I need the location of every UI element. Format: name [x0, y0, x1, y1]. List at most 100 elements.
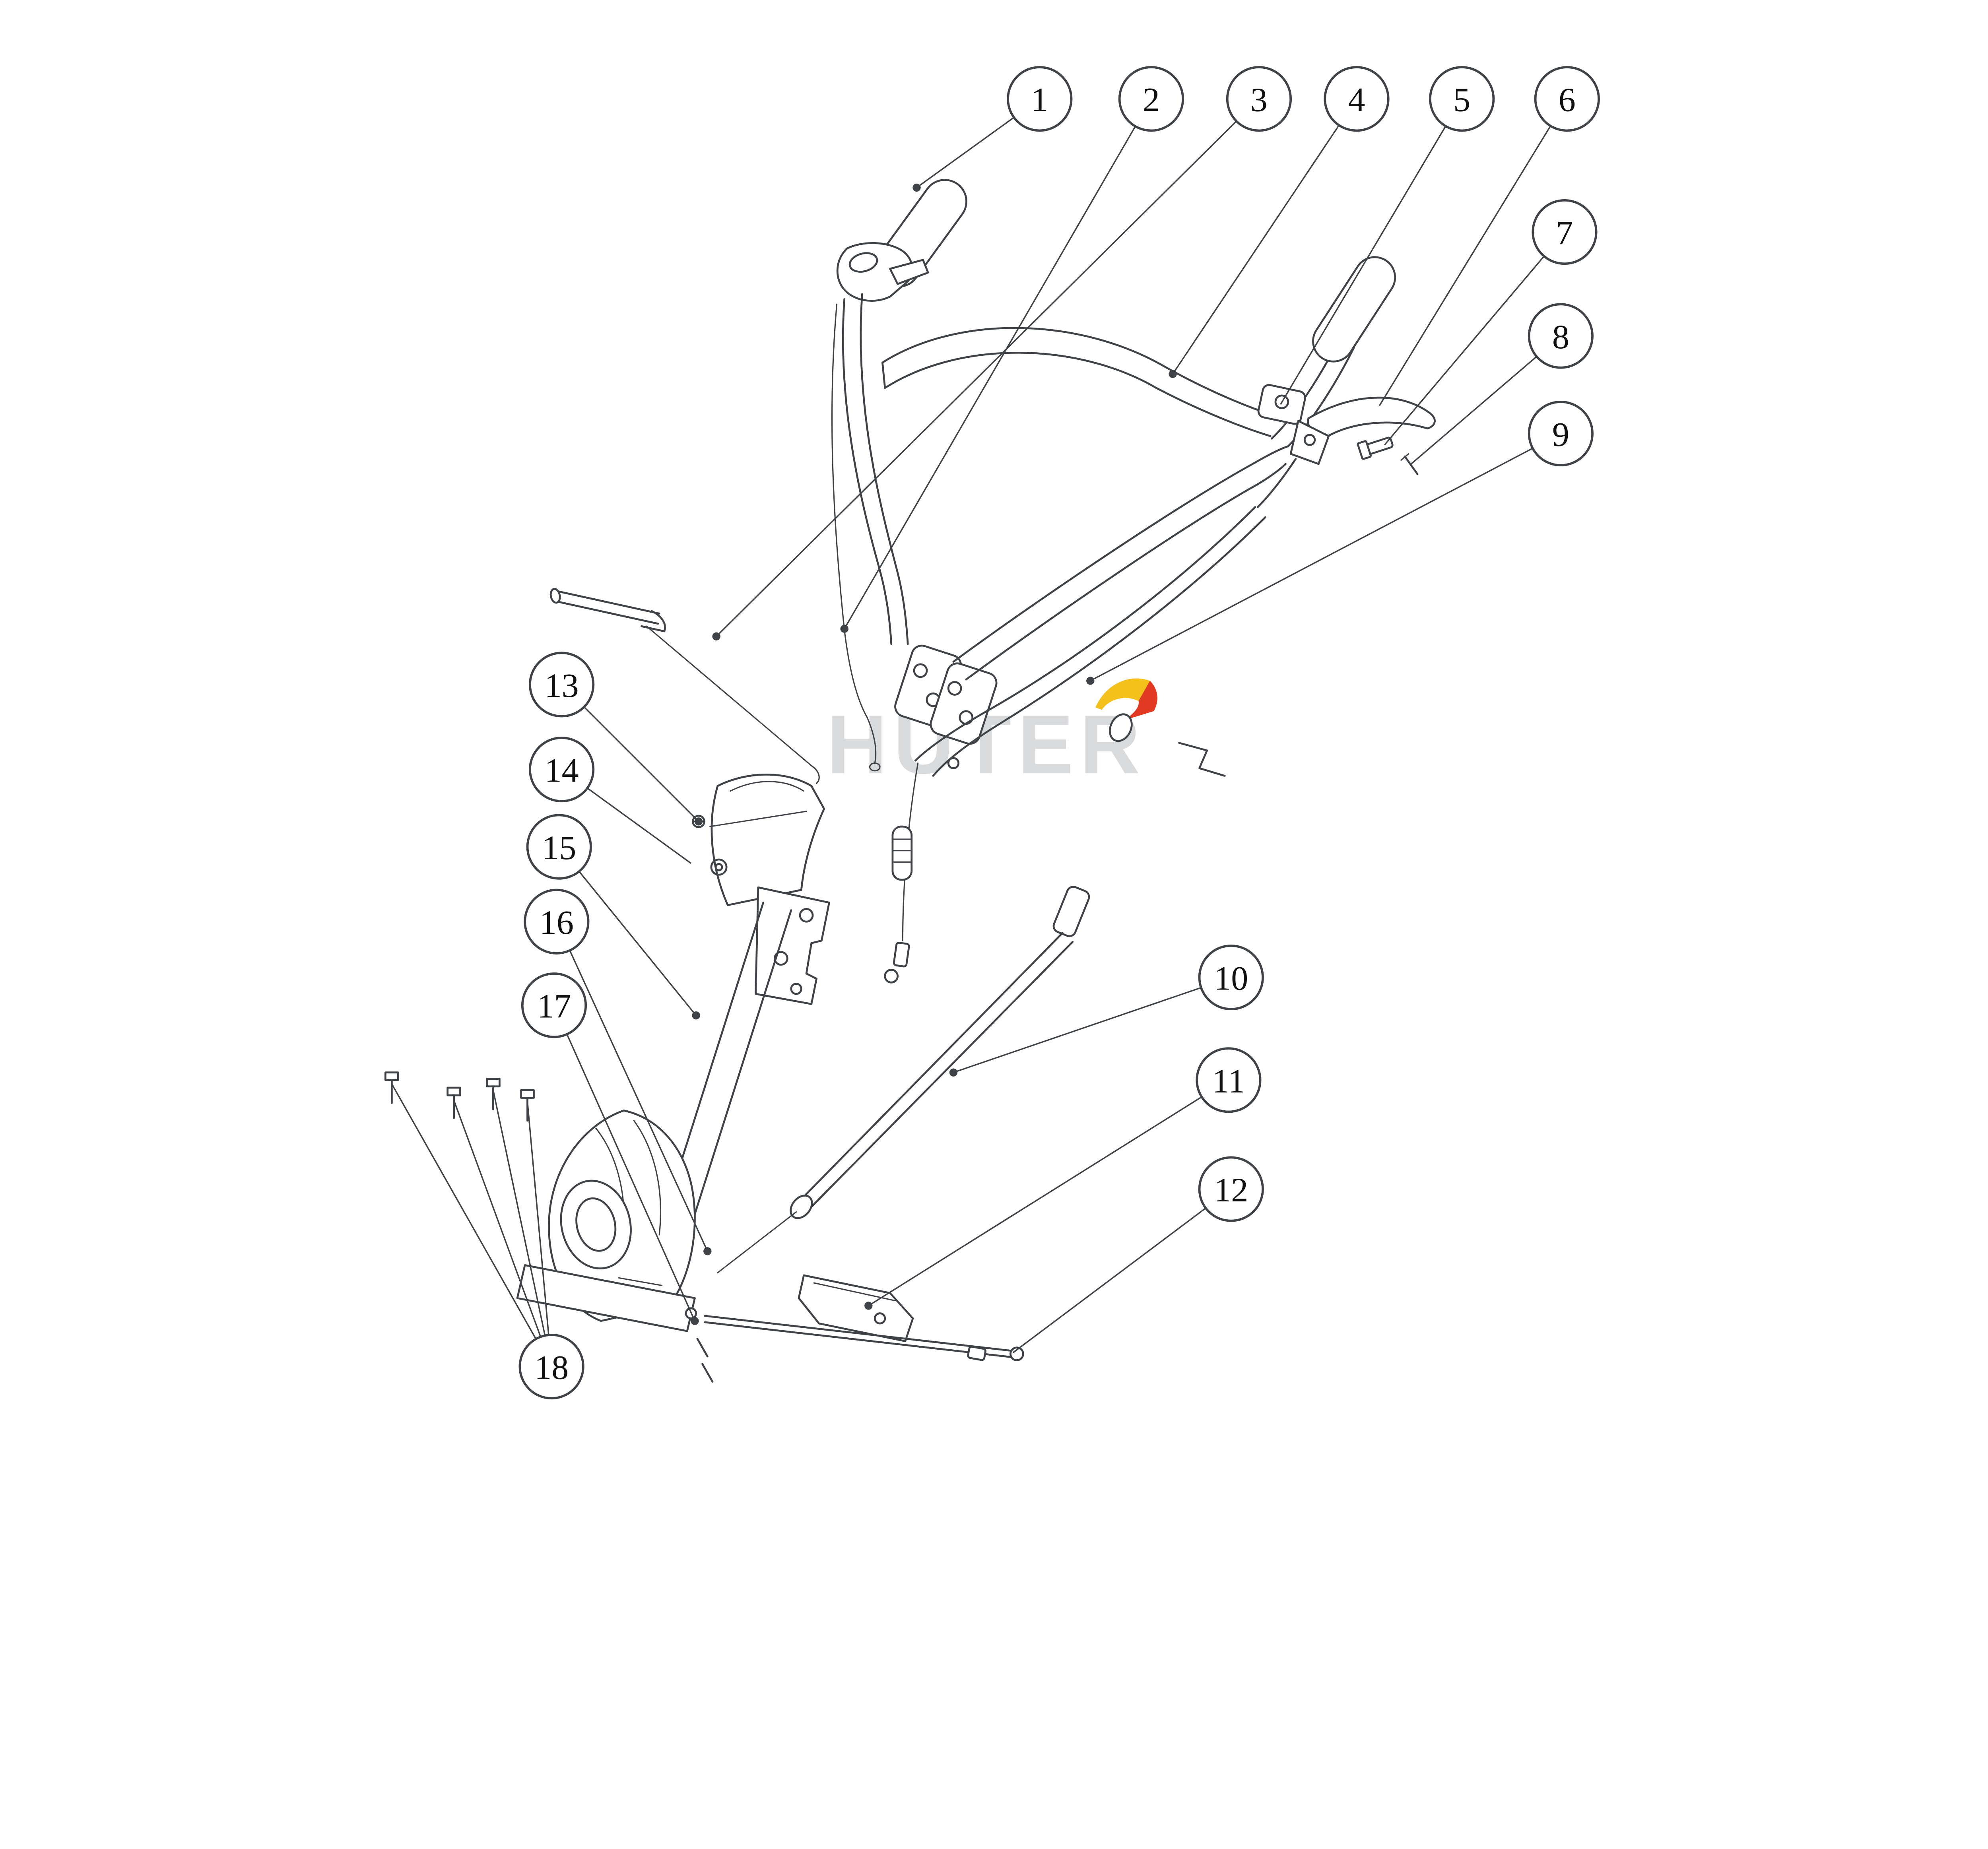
callout-number-2: 2 — [1143, 81, 1160, 119]
leader-dot-9 — [1086, 677, 1095, 685]
rod-clamp — [790, 1194, 813, 1219]
stem-art — [831, 293, 998, 772]
bolt-7-art — [1357, 437, 1394, 460]
callout-number-15: 15 — [542, 828, 576, 867]
callout-11: 11 — [1196, 1047, 1262, 1113]
leader-dot-15 — [692, 1011, 700, 1020]
leader-line-18 — [391, 1083, 552, 1367]
callout-6: 6 — [1534, 66, 1600, 132]
callout-circle-5 — [1429, 66, 1495, 132]
callout-10: 10 — [1198, 944, 1264, 1011]
grip-right — [1312, 256, 1396, 363]
exploded-parts-diagram: HUTER — [384, 66, 1600, 1400]
leader-line-15 — [558, 846, 697, 1016]
leader-dot-3 — [712, 632, 720, 640]
callout-1: 1 — [1007, 66, 1073, 132]
column-art — [647, 886, 830, 1277]
callout-3: 3 — [1226, 66, 1292, 132]
leader-line-18 — [526, 1101, 552, 1367]
callout-number-5: 5 — [1453, 81, 1470, 119]
gearbox-base — [516, 1264, 696, 1332]
callout-number-13: 13 — [545, 666, 579, 704]
callout-circle-11 — [1196, 1047, 1262, 1113]
callout-circle-13 — [529, 652, 595, 718]
shift-rod-art — [717, 886, 1090, 1274]
callout-circle-3 — [1226, 66, 1292, 132]
callout-circle-9 — [1528, 400, 1594, 467]
callout-circle-12 — [1198, 1156, 1264, 1222]
callout-circle-7 — [1532, 199, 1598, 265]
bolt-icon — [486, 1078, 501, 1110]
rod-grip — [1052, 886, 1090, 937]
callout-12: 12 — [1198, 1156, 1264, 1222]
callout-number-6: 6 — [1559, 81, 1576, 119]
leader-line-6 — [1378, 98, 1568, 406]
leader-dot-1 — [912, 183, 921, 192]
callout-4: 4 — [1324, 66, 1390, 132]
leader-dot-4 — [1169, 370, 1177, 378]
bolt-icon — [447, 1087, 461, 1119]
cable-spring — [891, 825, 913, 881]
callout-16: 16 — [524, 889, 590, 955]
throttle-button — [848, 252, 878, 273]
callout-circle-6 — [1534, 66, 1600, 132]
callout-number-9: 9 — [1552, 415, 1569, 454]
callout-circle-2 — [1118, 66, 1184, 132]
callout-number-1: 1 — [1031, 81, 1048, 119]
bolt-icon — [384, 1071, 399, 1104]
callout-8: 8 — [1528, 303, 1594, 369]
callout-circle-17 — [521, 972, 587, 1038]
callout-number-3: 3 — [1250, 81, 1268, 119]
lever-art — [1256, 384, 1436, 508]
callout-13: 13 — [529, 652, 595, 718]
leader-line-12 — [1012, 1188, 1232, 1353]
callout-number-11: 11 — [1212, 1062, 1245, 1100]
callout-14: 14 — [529, 736, 595, 803]
leader-dot-10 — [949, 1068, 958, 1077]
callout-circle-18 — [518, 1333, 584, 1400]
leader-line-2 — [844, 98, 1152, 629]
callout-number-7: 7 — [1556, 214, 1573, 252]
callout-circle-10 — [1198, 944, 1264, 1011]
leader-line-18 — [492, 1090, 552, 1367]
leader-dot-17 — [691, 1317, 699, 1325]
watermark-flag-yellow-icon — [1095, 678, 1150, 710]
callout-5: 5 — [1429, 66, 1495, 132]
leader-line-9 — [1090, 433, 1561, 681]
leader-line-18 — [453, 1100, 552, 1367]
callout-number-8: 8 — [1552, 318, 1569, 356]
callout-number-18: 18 — [534, 1348, 569, 1386]
callout-circle-15 — [526, 814, 592, 880]
callout-circle-14 — [529, 736, 595, 803]
pin-8-art — [1400, 453, 1419, 475]
lever-clamp — [1257, 384, 1306, 425]
callout-number-12: 12 — [1214, 1171, 1248, 1209]
column-bracket — [755, 886, 830, 1005]
callout-circle-16 — [524, 889, 590, 955]
callout-7: 7 — [1532, 199, 1598, 265]
cable-connector — [893, 941, 910, 968]
callout-number-10: 10 — [1214, 959, 1248, 997]
callout-18: 18 — [518, 1333, 584, 1400]
leader-line-17 — [553, 1005, 696, 1321]
watermark-flag-red-icon — [1124, 681, 1157, 720]
cable-ferrule — [1109, 713, 1133, 742]
leader-dot-13 — [694, 817, 703, 826]
callout-circle-8 — [1528, 303, 1594, 369]
callout-number-16: 16 — [540, 903, 574, 941]
leader-line-5 — [1280, 98, 1463, 405]
throttle-latch — [889, 259, 929, 285]
left-rod-art — [549, 588, 820, 784]
callout-number-17: 17 — [537, 987, 571, 1025]
rod-bolt — [967, 1346, 986, 1361]
callout-circle-1 — [1007, 66, 1073, 132]
callout-9: 9 — [1528, 400, 1594, 467]
bottom-plate-art — [685, 1274, 1024, 1383]
callout-number-14: 14 — [545, 751, 579, 790]
gearbox-art — [516, 1109, 696, 1332]
lever-bracket — [1289, 420, 1330, 465]
cover-art — [692, 773, 825, 906]
leader-line-11 — [868, 1079, 1229, 1306]
leader-dot-16 — [703, 1247, 712, 1255]
throttle-housing — [836, 242, 913, 302]
